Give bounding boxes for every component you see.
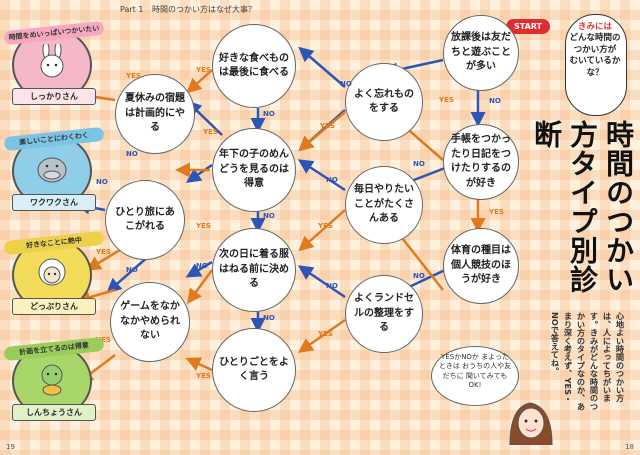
arrow-yes <box>297 318 346 353</box>
arrow-no <box>185 260 213 278</box>
no-label: NO <box>263 314 275 322</box>
yes-label: YES <box>489 208 504 216</box>
arrow-no <box>297 265 346 299</box>
yes-label: YES <box>196 66 211 74</box>
arrow-no <box>185 163 213 183</box>
yes-label: YES <box>318 330 333 338</box>
part-label: Part 1 <box>120 5 144 14</box>
question-circle: 次の日に着る服はねる前に決める <box>212 228 296 312</box>
title-speech-bubble <box>565 14 627 116</box>
yes-label: YES <box>196 372 211 380</box>
no-label: NO <box>326 282 338 290</box>
no-label: NO <box>263 212 275 220</box>
question-circle: 年下の子のめんどうを見るのは得意 <box>212 128 296 212</box>
running-header: Part 1 時間のつかい方はなぜ大事？ <box>120 4 256 15</box>
sheep-icon <box>38 258 66 286</box>
result-name: しっかりさん <box>12 88 96 105</box>
question-circle: 毎日やりたいことがたくさんある <box>345 166 423 244</box>
question-circle: 体育の種目は個人競技のほうが好き <box>443 228 519 304</box>
yes-label: YES <box>320 122 335 130</box>
arrow-no <box>186 100 223 136</box>
hippo-icon <box>37 157 67 183</box>
no-label: NO <box>413 272 425 280</box>
arrow-yes <box>186 69 213 94</box>
yes-label: YES <box>126 72 141 80</box>
arrow-yes <box>187 269 214 305</box>
intro-text: 心地よい時間のつかい方は、人によってちがいます。きみがどんな時間のつかい方のタイ… <box>550 312 625 411</box>
arrow-no <box>297 159 346 192</box>
no-label: NO <box>126 266 138 274</box>
question-circle: 放課後は友だちと遊ぶことが多い <box>443 15 519 91</box>
header-title: 時間のつかい方はなぜ大事？ <box>151 5 256 14</box>
arrow-no <box>298 46 346 88</box>
no-label: NO <box>489 97 501 105</box>
no-label: NO <box>96 178 108 186</box>
no-label: NO <box>126 150 138 158</box>
yes-label: YES <box>96 336 111 344</box>
yes-label: YES <box>318 222 333 230</box>
result-name: ワクワクさん <box>12 194 96 211</box>
arrow-yes <box>298 209 346 252</box>
yes-label: YES <box>196 222 211 230</box>
question-circle: ゲームをなかなかやめられない <box>110 282 190 362</box>
yes-label: YES <box>439 96 454 104</box>
result-doppuri: 好きなことに熱中 どっぷりさん <box>3 230 105 316</box>
arrow-yes <box>298 111 346 152</box>
question-circle: よく忘れものをする <box>345 63 423 141</box>
question-circle: 手帳をつかったり日記をつけたりするのが好き <box>443 124 519 200</box>
result-name: しんちょうさん <box>12 404 96 421</box>
page-title: 時間のつかい方タイプ別診断 <box>530 120 635 294</box>
no-label: NO <box>413 160 425 168</box>
result-name: どっぷりさん <box>12 298 96 315</box>
arrow-yes <box>185 357 213 372</box>
arrow-yes <box>85 248 121 271</box>
no-label: NO <box>196 262 208 270</box>
girl-illustration <box>509 402 553 445</box>
arrow-no <box>106 254 151 294</box>
question-circle: よくランドセルの整理をする <box>345 275 423 353</box>
question-circle: 好きな食べものは最後に食べる <box>212 24 296 108</box>
title-bubble-text: きみには どんな時間のつかい方が むいているかな？ <box>569 22 621 78</box>
start-badge: START <box>506 19 550 34</box>
page-number-left: 19 <box>6 443 15 451</box>
rabbit-icon <box>40 44 64 78</box>
result-shincho: 計画を立てるのは得意 しんちょうさん <box>3 336 105 422</box>
result-wakuwaku: 楽しいことにわくわく ワクワクさん <box>3 126 105 212</box>
no-label: NO <box>263 110 275 118</box>
yes-label: YES <box>96 248 111 256</box>
yes-label: YES <box>203 128 218 136</box>
no-label: NO <box>340 80 352 88</box>
question-circle: 夏休みの宿題は計画的にやる <box>115 74 195 154</box>
tip-speech-bubble: YESかNOか まよったときは おうちの人や友だちに 聞いてみてもOK! <box>431 346 519 406</box>
turtle-icon <box>41 364 63 396</box>
no-label: NO <box>326 176 338 184</box>
question-circle: ひとりごとをよく言う <box>212 328 296 412</box>
question-circle: ひとり旅にあこがれる <box>105 180 185 260</box>
result-shikkari: 時間をめいっぱいつかいたい しっかりさん <box>3 20 105 106</box>
page-number-right: 18 <box>625 443 634 451</box>
